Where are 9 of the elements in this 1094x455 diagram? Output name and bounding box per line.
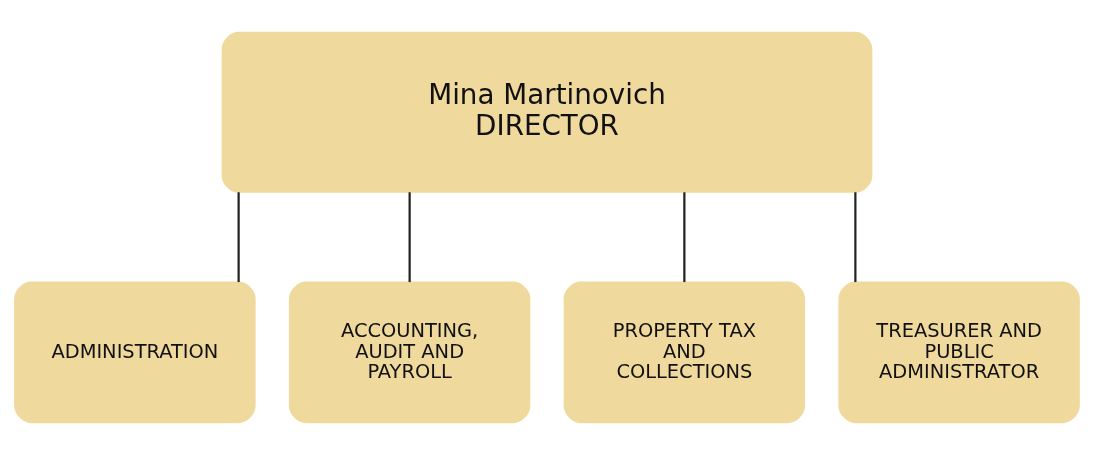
connector	[854, 192, 857, 283]
node-box: ACCOUNTING, AUDIT AND PAYROLL	[288, 281, 531, 424]
node-box: ADMINISTRATION	[14, 281, 256, 424]
connector	[408, 192, 411, 283]
node-box: TREASURER AND PUBLIC ADMINISTRATOR	[838, 281, 1080, 424]
node-box: PROPERTY TAX AND COLLECTIONS	[563, 281, 806, 424]
connector	[237, 192, 240, 283]
node-box: Mina Martinovich DIRECTOR	[221, 31, 873, 193]
connector	[683, 192, 686, 283]
